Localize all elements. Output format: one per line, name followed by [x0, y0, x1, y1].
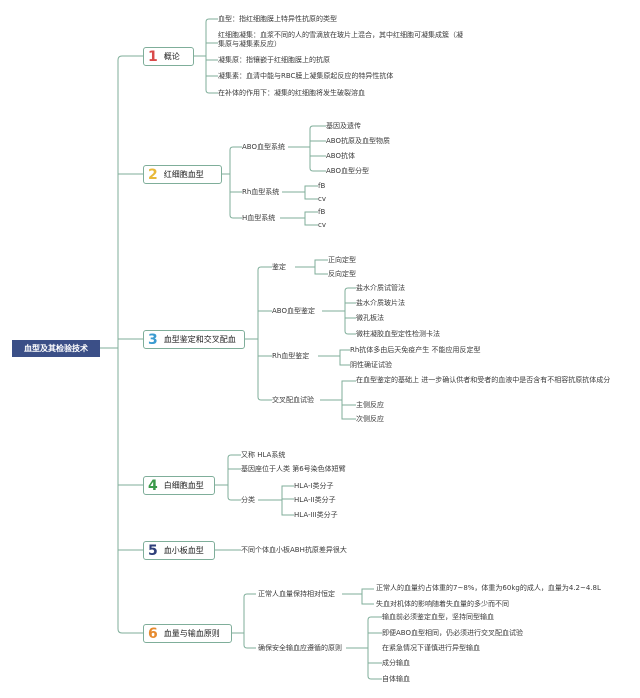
- node[interactable]: 正常人血量保持相对恒定: [258, 590, 335, 598]
- node[interactable]: 失血对机体的影响随着失血量的多少而不同: [376, 600, 509, 608]
- node[interactable]: 盐水介质玻片法: [356, 299, 405, 307]
- node[interactable]: HLA-II类分子: [294, 496, 336, 504]
- node[interactable]: ABO抗原及血型物质: [326, 137, 390, 145]
- topic-label: 血型鉴定和交叉配血: [163, 335, 236, 344]
- node[interactable]: Rh血型鉴定: [272, 352, 310, 360]
- node[interactable]: 微孔板法: [356, 314, 384, 322]
- node[interactable]: fB: [318, 182, 326, 190]
- node[interactable]: 在紧急情况下谨慎进行异型输血: [382, 644, 480, 652]
- topic-number: 4: [148, 477, 158, 494]
- topic-2[interactable]: 2 红细胞血型: [143, 165, 222, 184]
- node[interactable]: 正常人的血量约占体重的7~8%，体重为60kg的成人，血量为4.2~4.8L: [376, 584, 601, 592]
- node[interactable]: ABO血型分型: [326, 167, 369, 175]
- node[interactable]: 在补体的作用下：凝集的红细胞将发生破裂溶血: [218, 89, 365, 97]
- node[interactable]: ABO血型鉴定: [272, 307, 315, 315]
- node[interactable]: cv: [318, 195, 326, 203]
- node[interactable]: 主侧反应: [356, 401, 384, 409]
- node[interactable]: 盐水介质试管法: [356, 284, 405, 292]
- topic-label: 红细胞血型: [163, 170, 204, 179]
- node[interactable]: 血型：指红细胞膜上特异性抗原的类型: [218, 15, 337, 23]
- node[interactable]: 红细胞凝集：血浆不同的人的雪滴放在玻片上混合，其中红细胞可凝集成簇（凝集原与凝集…: [218, 31, 463, 48]
- topic-6[interactable]: 6 血量与输血原则: [143, 624, 232, 643]
- node[interactable]: 正向定型: [328, 256, 356, 264]
- node[interactable]: 次侧反应: [356, 415, 384, 423]
- node[interactable]: 成分输血: [382, 659, 410, 667]
- topic-label: 血量与输血原则: [163, 629, 220, 638]
- topic-number: 1: [148, 48, 158, 65]
- topic-number: 3: [148, 331, 158, 348]
- topic-number: 6: [148, 625, 158, 642]
- topic-number: 5: [148, 542, 158, 559]
- node[interactable]: Rh血型系统: [242, 188, 280, 196]
- node[interactable]: 基因座位于人类 第6号染色体短臂: [241, 465, 346, 473]
- node[interactable]: 阴性确证试验: [350, 361, 392, 369]
- node[interactable]: 又称 HLA系统: [241, 451, 286, 459]
- node[interactable]: ABO抗体: [326, 152, 355, 160]
- topic-4[interactable]: 4 白细胞血型: [143, 476, 215, 495]
- node[interactable]: 确保安全输血应遵循的原则: [258, 644, 342, 652]
- node[interactable]: 凝集素：血清中能与RBC膜上凝集原起反应的特异性抗体: [218, 72, 394, 80]
- root-label: 血型及其检验技术: [24, 344, 88, 353]
- topic-1[interactable]: 1 概论: [143, 47, 194, 66]
- node[interactable]: ABO血型系统: [242, 143, 285, 151]
- root-topic[interactable]: 血型及其检验技术: [12, 340, 100, 357]
- node[interactable]: 交叉配血试验: [272, 396, 314, 404]
- node[interactable]: 基因及遗传: [326, 122, 361, 130]
- node[interactable]: 自体输血: [382, 675, 410, 683]
- topic-5[interactable]: 5 血小板血型: [143, 541, 215, 560]
- node[interactable]: H血型系统: [242, 214, 276, 222]
- node[interactable]: 鉴定: [272, 263, 286, 271]
- topic-label: 白细胞血型: [163, 481, 204, 490]
- node[interactable]: 凝集原：指镶嵌于红细胞膜上的抗原: [218, 56, 330, 64]
- node[interactable]: cv: [318, 221, 326, 229]
- topic-label: 概论: [163, 52, 180, 61]
- node[interactable]: HLA-III类分子: [294, 511, 338, 519]
- node[interactable]: 输血前必须鉴定血型，坚持同型输血: [382, 613, 494, 621]
- topic-number: 2: [148, 166, 158, 183]
- node[interactable]: 即便ABO血型相同，仍必须进行交叉配血试验: [382, 629, 523, 637]
- node[interactable]: 在血型鉴定的基础上 进一步确认供者和受者的血液中是否含有不相容抗原抗体成分: [356, 376, 611, 384]
- node[interactable]: fB: [318, 208, 326, 216]
- node[interactable]: 不同个体血小板ABH抗原差异很大: [241, 546, 347, 554]
- node[interactable]: 微柱凝胶血型定性检测卡法: [356, 330, 440, 338]
- node[interactable]: 反向定型: [328, 270, 356, 278]
- node[interactable]: HLA-I类分子: [294, 482, 334, 490]
- node[interactable]: 分类: [241, 496, 255, 504]
- topic-label: 血小板血型: [163, 546, 204, 555]
- topic-3[interactable]: 3 血型鉴定和交叉配血: [143, 330, 245, 349]
- node[interactable]: Rh抗体多由后天免疫产生 不能应用反定型: [350, 346, 481, 354]
